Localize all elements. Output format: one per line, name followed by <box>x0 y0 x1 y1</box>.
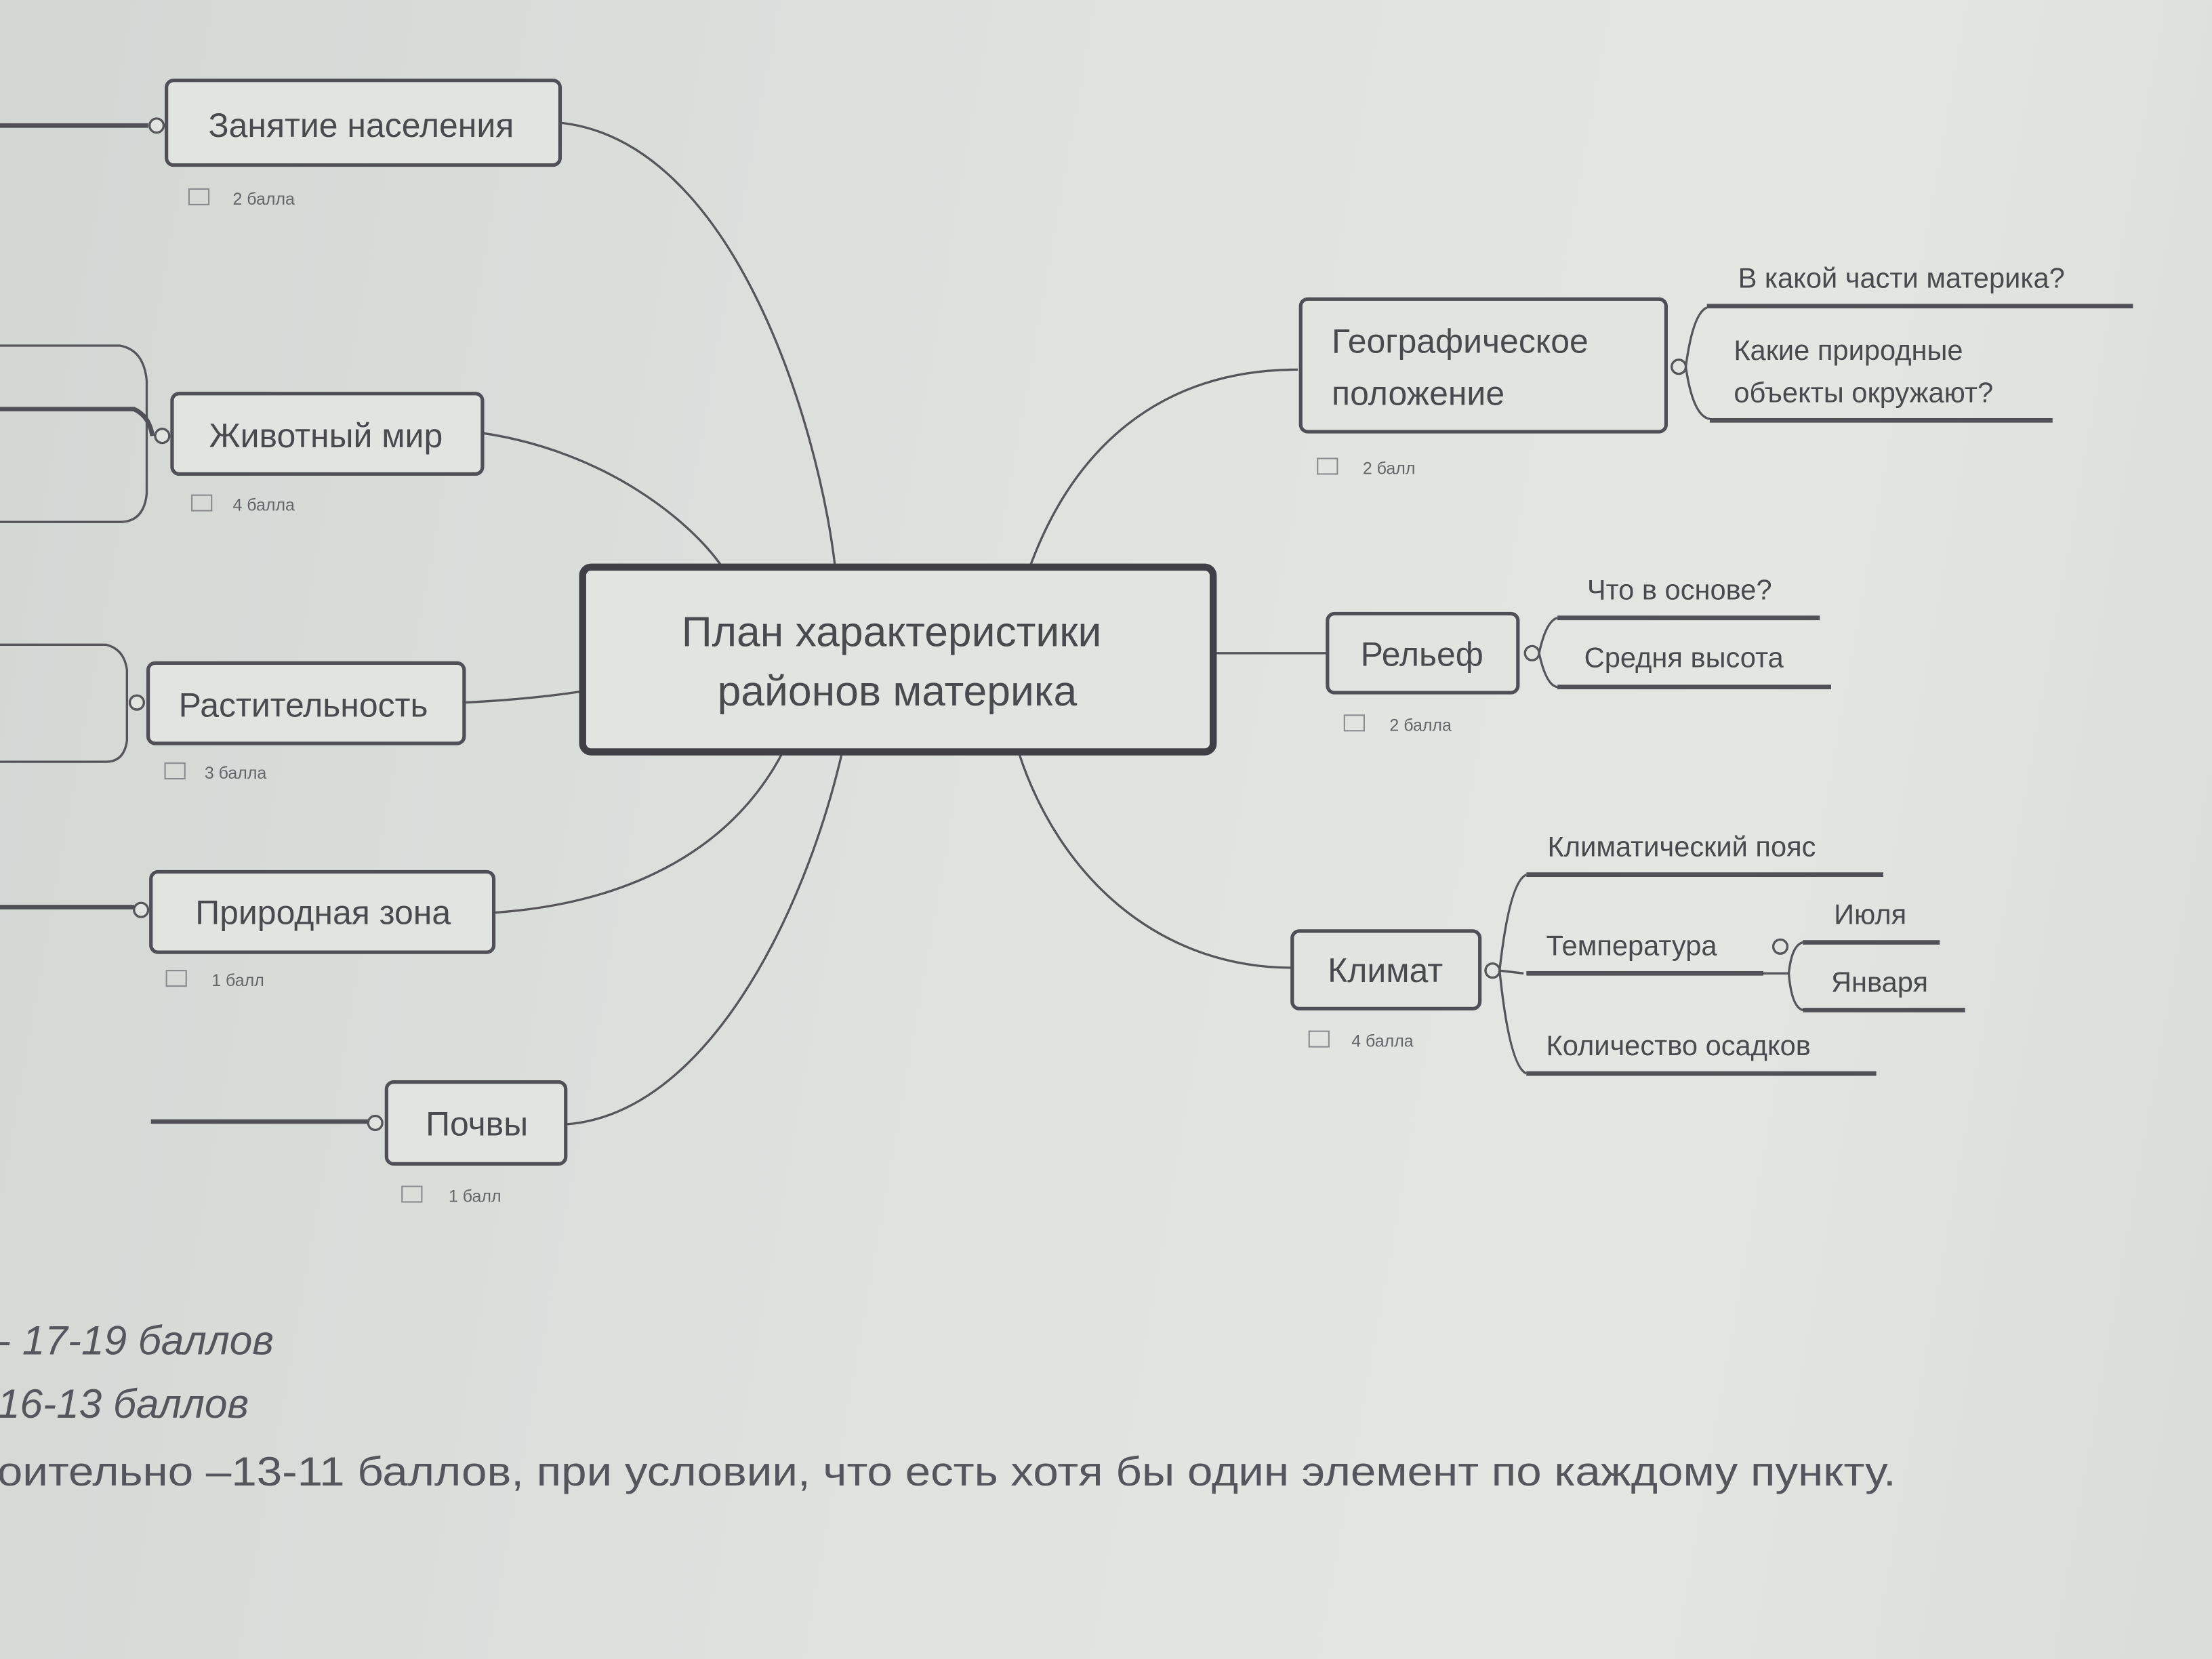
subtopic: Января <box>1831 966 1928 998</box>
notes-icon <box>165 970 187 987</box>
collapse-handle[interactable] <box>148 117 165 134</box>
criteria-line: 16-13 баллов <box>0 1380 249 1427</box>
collapse-handle[interactable] <box>128 694 145 711</box>
notes-icon <box>1317 457 1338 475</box>
node-label: Природная зона <box>195 893 451 931</box>
collapse-handle[interactable] <box>154 428 171 445</box>
node-fauna[interactable]: Животный мир 4 балла <box>154 392 485 515</box>
collapse-handle[interactable] <box>133 901 150 918</box>
notes-icon <box>401 1185 423 1203</box>
node-label: Занятие населения <box>208 106 514 144</box>
grading-criteria: - 17-19 баллов 16-13 баллов оительно –13… <box>0 1317 1896 1494</box>
criteria-line: оительно –13-11 баллов, при условии, что… <box>0 1448 1896 1494</box>
collapse-handle[interactable] <box>1484 962 1501 979</box>
subtopic: Что в основе? <box>1587 574 1772 606</box>
node-natural-zone[interactable]: Природная зона 1 балл <box>133 869 496 990</box>
subtopic: Какие природные <box>1734 334 1963 366</box>
score-badge: 1 балл <box>449 1187 501 1206</box>
node-occupation[interactable]: Занятие населения 2 балла <box>148 79 562 209</box>
score-badge: 4 балла <box>1351 1032 1414 1051</box>
subtopic: В какой части материка? <box>1738 262 2065 294</box>
score-badge: 3 балла <box>205 764 267 783</box>
subtopic: объекты окружают? <box>1734 376 1993 408</box>
notes-icon <box>1308 1030 1330 1048</box>
node-label-line1: Географическое <box>1332 322 1589 360</box>
node-label: Растительность <box>179 686 428 724</box>
notes-icon <box>188 188 210 205</box>
notes-icon <box>1343 714 1365 732</box>
node-vegetation[interactable]: Растительность 3 балла <box>128 661 466 783</box>
node-label: Климат <box>1328 951 1443 989</box>
collapse-handle[interactable] <box>367 1114 384 1132</box>
node-label: Почвы <box>426 1105 528 1143</box>
score-badge: 4 балла <box>232 496 295 515</box>
subtopic: Климатический пояс <box>1548 831 1816 863</box>
node-relief[interactable]: Рельеф 2 балла Что в основе? Средня высо… <box>1326 574 1831 735</box>
node-label: Животный мир <box>209 417 443 455</box>
collapse-handle[interactable] <box>1771 938 1789 955</box>
node-label-line2: положение <box>1332 374 1504 412</box>
node-geographic-position[interactable]: Географическое положение 2 балл В какой … <box>1298 262 2133 478</box>
node-climate[interactable]: Климат 4 балла Климатический пояс Темпер… <box>1290 831 1965 1076</box>
score-badge: 2 балла <box>1389 716 1452 735</box>
subtopic: Температура <box>1546 929 1717 961</box>
notes-icon <box>191 494 213 512</box>
subtopic: Количество осадков <box>1546 1029 1810 1061</box>
collapse-handle[interactable] <box>1523 644 1540 661</box>
score-badge: 2 балл <box>1363 459 1416 478</box>
notes-icon <box>164 762 186 780</box>
central-topic-line2: районов материка <box>718 668 1078 715</box>
connectors <box>0 121 1803 1126</box>
subtopic: Средня высота <box>1584 642 1784 674</box>
score-badge: 2 балла <box>232 190 295 209</box>
score-badge: 1 балл <box>211 971 264 990</box>
subtopic: Июля <box>1834 898 1906 930</box>
central-topic[interactable]: План характеристики районов материка <box>579 563 1217 756</box>
node-soils[interactable]: Почвы 1 балл <box>367 1080 568 1206</box>
criteria-line: - 17-19 баллов <box>0 1317 274 1363</box>
collapse-handle[interactable] <box>1671 359 1687 375</box>
node-label: Рельеф <box>1361 636 1483 674</box>
central-topic-line1: План характеристики <box>682 608 1102 655</box>
